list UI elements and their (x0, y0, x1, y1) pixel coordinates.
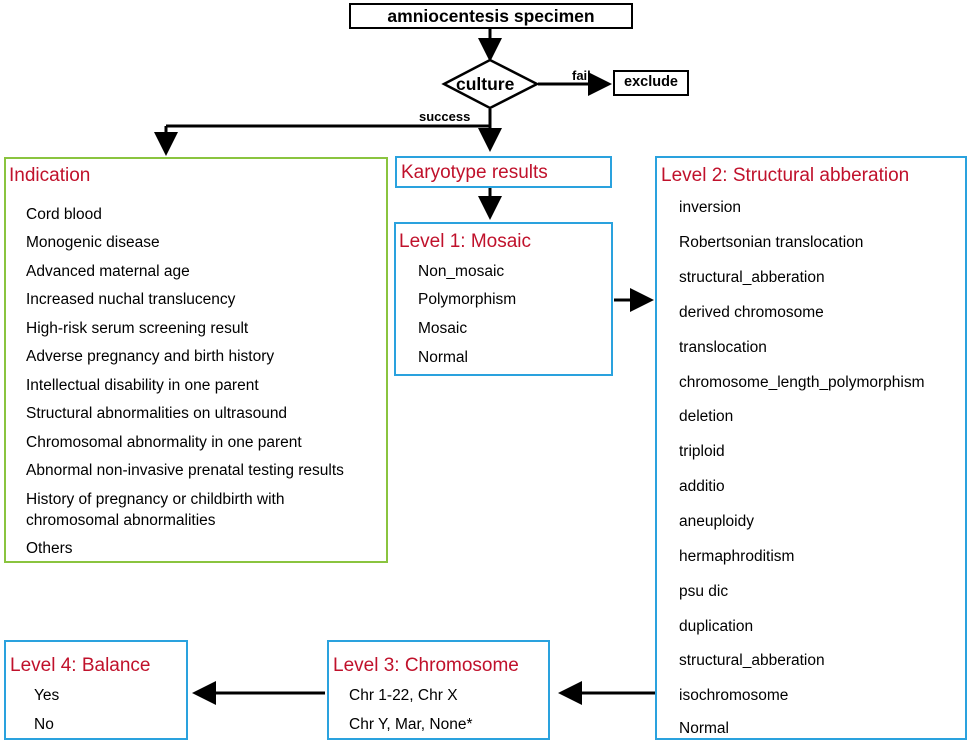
fail-label: fail (572, 68, 591, 83)
indication-item: Increased nuchal translucency (26, 291, 236, 308)
indication-item: Advanced maternal age (26, 263, 190, 280)
indication-item: Intellectual disability in one parent (26, 377, 259, 394)
level1-item: Non_mosaic (418, 263, 505, 280)
level2-title: Level 2: Structural abberation (661, 165, 910, 186)
level1-title: Level 1: Mosaic (399, 231, 532, 252)
level2-item: chromosome_length_polymorphism (679, 374, 925, 391)
karyotype-box: Karyotype results (395, 156, 612, 188)
level4-item: Yes (34, 687, 60, 704)
level3-title: Level 3: Chromosome (333, 655, 519, 676)
indication-item: History of pregnancy or childbirth with (26, 491, 285, 508)
karyotype-title: Karyotype results (401, 162, 548, 183)
level2-item: inversion (679, 199, 742, 216)
indication-item: Cord blood (26, 206, 102, 223)
level1-item: Mosaic (418, 320, 468, 337)
indication-item: Monogenic disease (26, 234, 160, 251)
level3-item: Chr 1-22, Chr X (349, 687, 458, 704)
level2-item: structural_abberation (679, 652, 825, 669)
level2-item: Robertsonian translocation (679, 234, 864, 251)
level2-item: isochromosome (679, 687, 789, 704)
level2-item: psu dic (679, 583, 729, 600)
level4-box: Level 4: Balance Yes No (4, 640, 188, 740)
level2-item: triploid (679, 443, 725, 460)
level2-item: hermaphroditism (679, 548, 795, 565)
culture-label: culture (456, 74, 515, 94)
level2-box: Level 2: Structural abberation inversion… (655, 156, 967, 740)
level2-item: deletion (679, 408, 734, 425)
indication-title: Indication (9, 165, 91, 186)
indication-box: Indication Cord blood Monogenic disease … (4, 157, 388, 563)
level4-item: No (34, 716, 54, 733)
indication-item: Adverse pregnancy and birth history (26, 348, 275, 365)
level2-item: aneuploidy (679, 513, 754, 530)
culture-diamond (441, 58, 540, 110)
level1-item: Normal (418, 349, 468, 366)
level2-item: additio (679, 478, 725, 495)
indication-item: Others (26, 540, 73, 557)
exclude-label: exclude (624, 74, 678, 90)
level2-item: structural_abberation (679, 269, 825, 286)
level2-item: duplication (679, 618, 754, 635)
success-label: success (419, 109, 471, 124)
level3-item: Chr Y, Mar, None* (349, 716, 473, 733)
indication-item: Chromosomal abnormality in one parent (26, 434, 302, 451)
level2-item: Normal (679, 720, 729, 737)
indication-item: chromosomal abnormalities (26, 512, 216, 529)
level2-item: translocation (679, 339, 767, 356)
indication-item: High-risk serum screening result (26, 320, 249, 337)
level2-item: derived chromosome (679, 304, 824, 321)
level3-box: Level 3: Chromosome Chr 1-22, Chr X Chr … (327, 640, 550, 740)
specimen-label: amniocentesis specimen (387, 6, 595, 26)
indication-item: Abnormal non-invasive prenatal testing r… (26, 462, 344, 479)
level1-box: Level 1: Mosaic Non_mosaic Polymorphism … (394, 222, 613, 376)
exclude-box: exclude (613, 70, 689, 96)
specimen-box: amniocentesis specimen (349, 3, 633, 29)
indication-item: Structural abnormalities on ultrasound (26, 405, 288, 422)
level4-title: Level 4: Balance (10, 655, 151, 676)
level1-item: Polymorphism (418, 291, 517, 308)
